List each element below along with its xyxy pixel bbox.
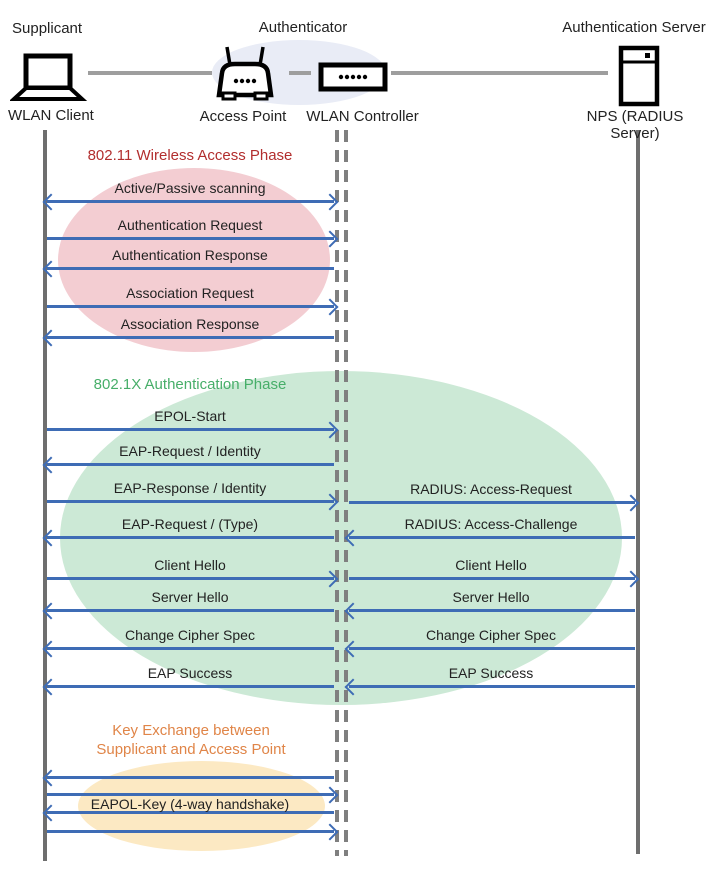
message-arrow	[47, 230, 339, 247]
message-label: EAP-Request / Identity	[119, 443, 261, 459]
message-arrow	[42, 329, 334, 346]
lifeline-auth-server	[636, 130, 640, 854]
phase-title-key-exchange-line1: Key Exchange between	[112, 722, 270, 739]
message-arrow	[42, 602, 334, 619]
message-label: RADIUS: Access-Request	[410, 481, 572, 497]
device-label-wlan-client: WLAN Client	[8, 107, 94, 124]
message-label: EAP-Response / Identity	[113, 480, 267, 496]
message-arrow	[42, 769, 334, 786]
message-label: Server Hello	[452, 589, 530, 605]
message-arrow	[47, 786, 339, 803]
message-arrow	[47, 298, 339, 315]
message-label: Client Hello	[455, 557, 527, 573]
message-label: Active/Passive scanning	[114, 180, 266, 196]
message-arrow	[42, 456, 334, 473]
phase-title-key-exchange: Key Exchange between Supplicant and Acce…	[60, 721, 322, 759]
phase-80211-ellipse	[58, 168, 330, 352]
server-icon	[618, 45, 660, 107]
connector-ap-wlc	[289, 71, 311, 75]
message-arrow	[42, 640, 334, 657]
lifeline-authenticator-right	[344, 130, 348, 856]
message-label: Change Cipher Spec	[426, 627, 556, 643]
message-arrow	[47, 570, 339, 587]
laptop-icon	[10, 53, 88, 101]
arrowhead-right-icon	[321, 823, 339, 840]
message-label: Association Response	[120, 316, 260, 332]
actor-role-supplicant: Supplicant	[12, 20, 83, 37]
message-arrow	[349, 494, 640, 511]
message-label: RADIUS: Access-Challenge	[404, 516, 578, 532]
message-arrow	[42, 804, 334, 821]
lifeline-supplicant	[43, 130, 47, 861]
wlan-controller-icon	[318, 62, 388, 92]
message-label: Authentication Request	[117, 217, 263, 233]
message-label: EAP-Request / (Type)	[121, 516, 259, 532]
message-label: Change Cipher Spec	[125, 627, 255, 643]
access-point-icon	[216, 46, 274, 101]
message-arrow	[344, 640, 635, 657]
message-label: EAPOL-Key (4-way handshake)	[90, 796, 290, 812]
connector-client-ap	[88, 71, 212, 75]
message-arrow	[47, 421, 339, 438]
message-arrow	[42, 260, 334, 277]
device-label-access-point: Access Point	[199, 108, 287, 125]
device-label-wlan-controller: WLAN Controller	[306, 108, 419, 125]
message-label: Client Hello	[154, 557, 226, 573]
message-label: EAP Success	[448, 665, 534, 681]
message-arrow	[47, 823, 339, 840]
connector-wlc-server	[391, 71, 608, 75]
phase-title-80211: 802.11 Wireless Access Phase	[87, 147, 293, 164]
message-label: EAP Success	[147, 665, 233, 681]
actor-role-auth-server: Authentication Server	[562, 19, 706, 36]
message-label: Authentication Response	[112, 247, 268, 263]
message-label: Server Hello	[151, 589, 229, 605]
arrowhead-left-icon	[42, 769, 60, 786]
message-arrow	[344, 678, 635, 695]
message-label: Association Request	[126, 285, 254, 301]
message-label: EPOL-Start	[154, 408, 226, 424]
phase-title-8021x: 802.1X Authentication Phase	[93, 376, 287, 393]
message-arrow	[42, 529, 334, 546]
message-arrow	[42, 193, 339, 210]
message-arrow	[42, 678, 334, 695]
phase-title-key-exchange-line2: Supplicant and Access Point	[96, 741, 286, 758]
message-arrow	[344, 529, 635, 546]
message-arrow	[47, 493, 339, 510]
message-arrow	[349, 570, 640, 587]
device-label-nps-radius-server: NPS (RADIUS Server)	[586, 108, 684, 142]
message-arrow	[344, 602, 635, 619]
lifeline-authenticator-left	[335, 130, 339, 856]
actor-role-authenticator: Authenticator	[258, 19, 348, 36]
